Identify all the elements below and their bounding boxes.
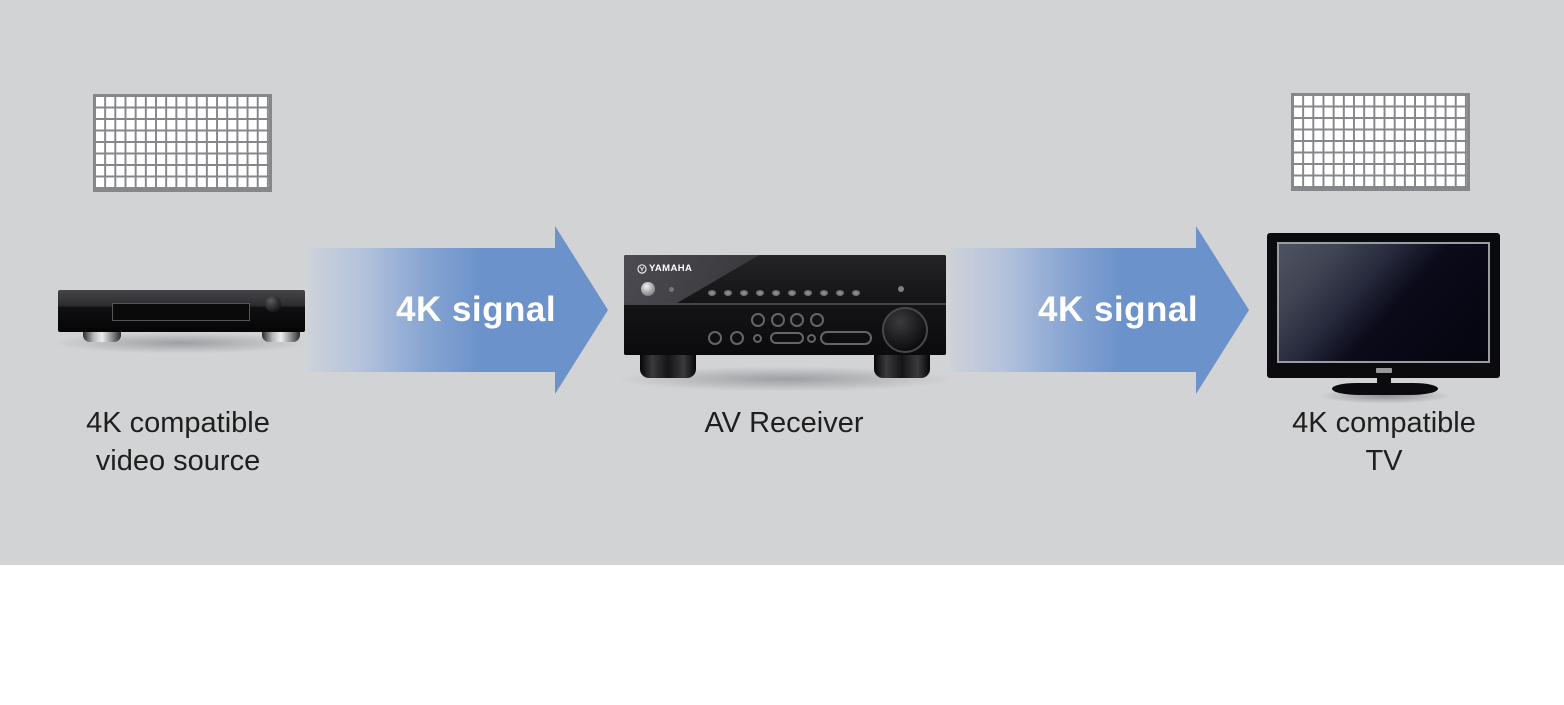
indicator-dot-icon bbox=[788, 290, 796, 296]
av-receiver-device: YAMAHA bbox=[624, 255, 946, 378]
player-knob bbox=[265, 296, 281, 312]
receiver-label-text: AV Receiver bbox=[704, 407, 864, 439]
tv-label-line2: TV bbox=[1365, 445, 1403, 477]
tv-label-line1: 4K compatible bbox=[1292, 407, 1476, 439]
control-button-icon bbox=[730, 331, 744, 345]
yamaha-brand-text: YAMAHA bbox=[649, 263, 693, 274]
device-foot bbox=[640, 355, 696, 378]
indicator-dot-icon bbox=[804, 290, 812, 296]
indicator-dot-icon bbox=[836, 290, 844, 296]
signal-arrow-2-label: 4K signal bbox=[1038, 290, 1199, 329]
source-label-line2: video source bbox=[95, 445, 261, 477]
4k-resolution-grid-icon bbox=[1291, 93, 1470, 191]
tv-device bbox=[1267, 233, 1500, 378]
signal-arrow-1-label: 4K signal bbox=[396, 290, 557, 329]
yamaha-tuning-fork-icon bbox=[637, 263, 647, 274]
volume-knob-icon bbox=[882, 307, 928, 353]
indicator-dot-icon bbox=[820, 290, 828, 296]
device-foot bbox=[874, 355, 930, 378]
control-button-icon bbox=[810, 313, 824, 327]
receiver-panel-divider bbox=[624, 303, 946, 305]
tv-stand-base bbox=[1332, 383, 1438, 395]
control-button-icon bbox=[753, 334, 762, 343]
tv-stand-neck bbox=[1377, 376, 1391, 386]
tv-screen bbox=[1277, 242, 1490, 363]
yamaha-logo: YAMAHA bbox=[637, 263, 692, 274]
display-window-icon bbox=[820, 331, 872, 345]
source-label-line1: 4K compatible bbox=[86, 407, 270, 439]
video-source-device bbox=[58, 290, 305, 342]
standby-led-icon bbox=[669, 287, 674, 292]
indicator-dot-icon bbox=[708, 290, 716, 296]
signal-arrow-1: 4K signal bbox=[308, 248, 556, 372]
4k-resolution-grid-icon bbox=[93, 94, 272, 192]
indicator-dot-icon bbox=[724, 290, 732, 296]
control-button-icon bbox=[708, 331, 722, 345]
control-button-icon bbox=[807, 334, 816, 343]
source-label: 4K compatible video source bbox=[38, 404, 318, 480]
tv-logo-chip bbox=[1375, 368, 1392, 373]
control-button-icon bbox=[771, 313, 785, 327]
control-button-icon bbox=[790, 313, 804, 327]
control-button-icon bbox=[751, 313, 765, 327]
device-foot bbox=[83, 332, 121, 342]
receiver-indicator-dots bbox=[708, 290, 860, 296]
tv-label: 4K compatible TV bbox=[1244, 404, 1524, 480]
control-button-icon bbox=[770, 332, 804, 344]
receiver-label: AV Receiver bbox=[644, 404, 924, 442]
indicator-dot-icon bbox=[740, 290, 748, 296]
power-button-icon bbox=[641, 282, 655, 296]
indicator-dot-icon bbox=[756, 290, 764, 296]
device-foot bbox=[262, 332, 300, 342]
disc-tray bbox=[112, 303, 250, 321]
receiver-top-panel: YAMAHA bbox=[624, 255, 946, 303]
indicator-dot-icon bbox=[772, 290, 780, 296]
signal-arrow-2: 4K signal bbox=[950, 248, 1199, 372]
sensor-dot-icon bbox=[898, 286, 904, 292]
receiver-body: YAMAHA bbox=[624, 255, 946, 355]
indicator-dot-icon bbox=[852, 290, 860, 296]
